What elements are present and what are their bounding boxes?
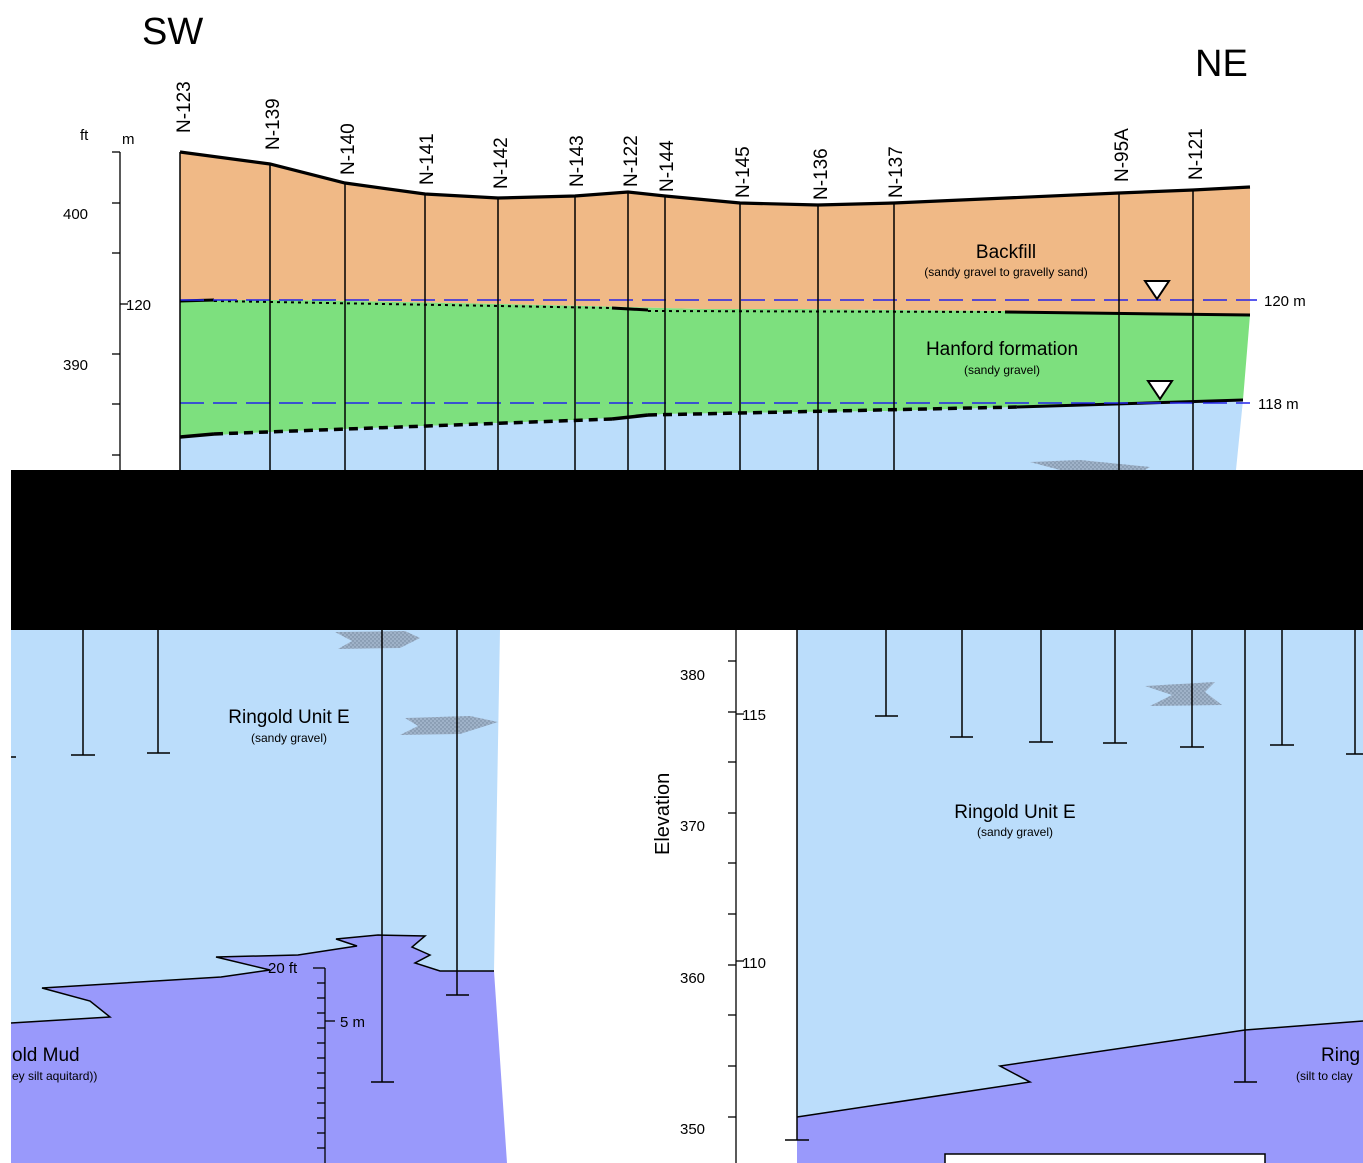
contact-solid (611, 413, 649, 421)
ringold-e-right-label: Ringold Unit E (954, 802, 1075, 823)
axis-unit-m: m (122, 131, 135, 148)
well-label: N-142 (491, 137, 512, 189)
left-axis (112, 151, 128, 470)
hanford-label: Hanford formation (926, 339, 1078, 360)
well-label: N-122 (621, 135, 642, 187)
ringold-mud-left (11, 935, 507, 1163)
ringold-e-right (797, 630, 1363, 1117)
ringold-e-left-desc: (sandy gravel) (251, 731, 327, 745)
scale-bar (313, 967, 335, 1163)
well-lines-left (11, 630, 469, 1083)
backfill-desc: (sandy gravel to gravelly sand) (924, 265, 1087, 279)
backfill-layer (180, 152, 1250, 315)
upper-panel: 120 m 118 m N-123 N-139 N-140 N-141 N-14… (63, 11, 1306, 470)
elevation-axis-title: Elevation (652, 773, 674, 855)
contact-dashed (647, 405, 1018, 417)
water-level-upper-label: 120 m (1264, 293, 1306, 310)
axis-tick-120m: 120 (126, 297, 151, 314)
well-label: N-141 (417, 133, 438, 185)
contact-solid (179, 432, 215, 439)
backfill-label: Backfill (976, 242, 1036, 263)
ringold-upper-layer (180, 400, 1243, 470)
ringold-mud-left-label: old Mud (12, 1045, 80, 1066)
lower-right-panel: Elevation 380 370 360 350 115 110 Ringol… (652, 630, 1363, 1163)
scale-bar-ft: 20 ft (268, 960, 298, 977)
ringold-e-left (11, 630, 500, 1023)
direction-sw: SW (142, 11, 203, 53)
silt-lens (1030, 460, 1150, 470)
well-label: N-145 (733, 146, 754, 198)
mud-contact-right (796, 1020, 1363, 1118)
well-lines-right (785, 630, 1363, 1141)
well-label: N-121 (1186, 128, 1207, 180)
ringold-mud-left-desc: ey silt aquitard)) (12, 1069, 97, 1083)
well-label: N-95A (1112, 128, 1133, 182)
scale-bar-m: 5 m (340, 1014, 365, 1031)
ringold-mud-right-desc: (silt to clay (1296, 1069, 1353, 1083)
contact-dashed (213, 417, 613, 436)
axis-tick-360: 360 (680, 970, 705, 987)
redaction-bar (11, 470, 1363, 630)
water-level-lower-label: 118 m (1258, 396, 1299, 413)
silt-lens (335, 631, 420, 649)
axis-tick-350: 350 (680, 1121, 705, 1138)
axis-tick-400: 400 (63, 206, 88, 223)
silt-lens (400, 716, 498, 735)
mud-contact-left (10, 934, 494, 1024)
axis-tick-115m: 115 (742, 707, 766, 724)
ringold-e-left-label: Ringold Unit E (228, 707, 349, 728)
legend-box (944, 1153, 1266, 1163)
axis-tick-380: 380 (680, 667, 705, 684)
ground-surface (179, 150, 1251, 207)
ringold-mud-right-label: Ring (1321, 1045, 1360, 1066)
well-label: N-137 (886, 146, 907, 198)
well-label: N-143 (567, 135, 588, 187)
well-label: N-136 (811, 148, 832, 200)
lower-left-panel: 20 ft 5 m Ringold Unit E (sandy gravel) … (10, 630, 507, 1163)
axis-unit-ft: ft (80, 127, 89, 144)
well-label: N-144 (657, 140, 678, 192)
direction-ne: NE (1195, 43, 1248, 85)
well-lines (179, 152, 1194, 470)
hanford-desc: (sandy gravel) (964, 363, 1040, 377)
ringold-mud-right (797, 1021, 1363, 1163)
ringold-e-right-desc: (sandy gravel) (977, 825, 1053, 839)
silt-lens (1145, 682, 1222, 706)
well-label: N-140 (338, 123, 359, 175)
elevation-axis (728, 630, 744, 1163)
axis-tick-390: 390 (63, 357, 88, 374)
contact-solid (611, 306, 649, 312)
axis-tick-110m: 110 (742, 955, 766, 972)
well-label: N-139 (263, 98, 284, 150)
water-table-icon (1143, 280, 1171, 301)
contact-solid (1016, 398, 1244, 409)
well-label: N-123 (174, 81, 195, 133)
contact-solid (1004, 310, 1251, 317)
axis-tick-370: 370 (680, 818, 705, 835)
contact-dotted (213, 300, 613, 309)
water-table-icon (1146, 380, 1174, 401)
